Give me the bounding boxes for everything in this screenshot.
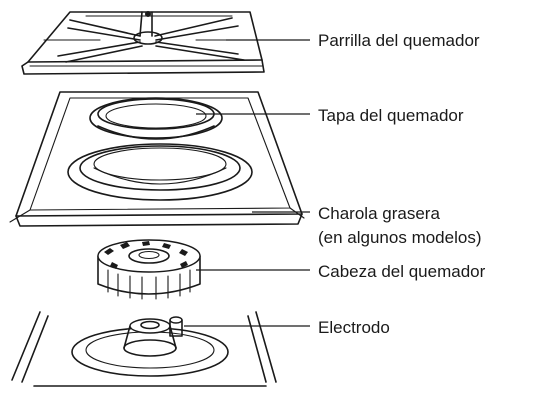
label-burner-head: Cabeza del quemador (318, 262, 486, 281)
leader-lines (184, 39, 310, 327)
label-burner-grate: Parrilla del quemador (318, 31, 480, 50)
label-electrode: Electrodo (318, 318, 390, 337)
label-drip-pan: Charola grasera (318, 204, 440, 223)
drip-pan (9, 91, 305, 227)
burner-head (97, 239, 201, 300)
cooktop-base (11, 311, 277, 387)
label-burner-cap: Tapa del quemador (318, 106, 464, 125)
burner-grate (21, 11, 265, 75)
label-drip-pan-note: (en algunos modelos) (318, 228, 481, 247)
